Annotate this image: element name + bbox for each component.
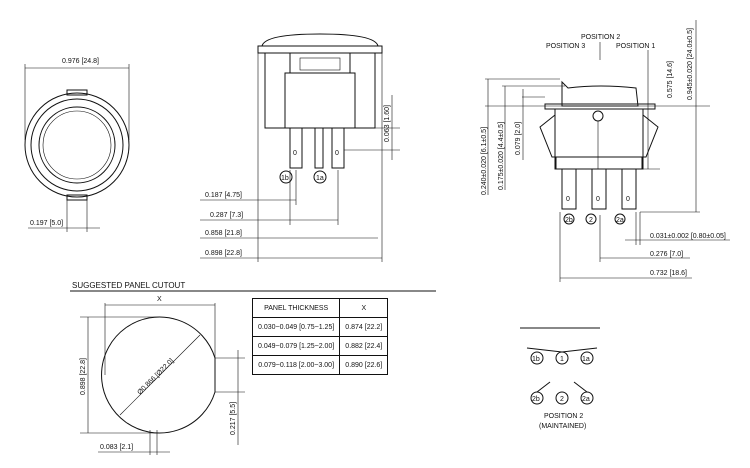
dim-diameter: Ø0.866 [Ø22.0] xyxy=(136,358,175,397)
header-x: X xyxy=(339,298,389,318)
dim-body: 0.575 [14.6] xyxy=(667,61,674,98)
dim-tab: 0.197 [5.0] xyxy=(30,220,63,227)
cell-x: 0.882 [22.4] xyxy=(339,336,389,356)
terminal-mark: 0 xyxy=(596,196,600,203)
cell-x: 0.874 [22.2] xyxy=(339,317,389,337)
dim-rocker-a: 0.240±0.020 [6.1±0.5] xyxy=(481,127,488,195)
panel-thickness-table: PANEL THICKNESS X 0.030~0.049 [0.75~1.25… xyxy=(251,298,389,375)
header-panel-thickness: PANEL THICKNESS xyxy=(251,298,341,318)
table-header: PANEL THICKNESS X xyxy=(251,298,389,318)
terminal-2a: 2a xyxy=(616,217,624,224)
cell-thickness: 0.049~0.079 [1.25~2.00] xyxy=(251,336,341,356)
table-row: 0.049~0.079 [1.25~2.00] 0.882 [22.4] xyxy=(251,336,389,356)
dim-pitch: 0.276 [7.0] xyxy=(650,251,683,258)
dim-width: 0.732 [18.6] xyxy=(650,270,687,277)
position-1-label: POSITION 1 xyxy=(616,43,655,50)
terminal-1a: 1a xyxy=(316,175,324,182)
x-label: X xyxy=(157,296,162,303)
dim-rocker-c: 0.079 [2.0] xyxy=(515,122,522,155)
dim-width: 0.976 [24.8] xyxy=(62,58,99,65)
dim-a: 0.187 [4.75] xyxy=(205,192,242,199)
dim-height-total: 0.945±0.020 [24.0±0.5] xyxy=(687,28,694,100)
circuit-1a: 1a xyxy=(582,356,590,363)
circuit-diagram: 1b 1 1a 2b 2 2a POSITION 2 (MAINTAINED) xyxy=(520,327,600,430)
cell-x: 0.890 [22.6] xyxy=(339,355,389,375)
terminal-1b: 1b xyxy=(281,175,289,182)
end-view: POSITION 2 POSITION 3 POSITION 1 0 0 0 2… xyxy=(481,20,730,282)
dim-top: 0.063 [1.60] xyxy=(384,105,391,142)
dim-terminal-thk: 0.031±0.002 [0.80±0.05] xyxy=(650,233,726,240)
dim-notch: 0.083 [2.1] xyxy=(100,444,133,451)
table-row: 0.079~0.118 [2.00~3.00] 0.890 [22.6] xyxy=(251,355,389,375)
circuit-caption: POSITION 2 xyxy=(544,413,583,420)
circuit-2: 2 xyxy=(560,396,564,403)
dim-d: 0.898 [22.8] xyxy=(205,250,242,257)
cutout-title: SUGGESTED PANEL CUTOUT xyxy=(72,281,185,290)
terminal-mark: 0 xyxy=(293,150,297,157)
cell-thickness: 0.079~0.118 [2.00~3.00] xyxy=(251,355,341,375)
terminal-mark: 0 xyxy=(626,196,630,203)
terminal-2: 2 xyxy=(589,217,593,224)
terminal-2b: 2b xyxy=(565,217,573,224)
circuit-caption-sub: (MAINTAINED) xyxy=(539,423,586,430)
terminal-mark: 0 xyxy=(566,196,570,203)
circuit-1b: 1b xyxy=(532,356,540,363)
position-3-label: POSITION 3 xyxy=(546,43,585,50)
dim-rocker-b: 0.175±0.020 [4.4±0.5] xyxy=(498,122,505,190)
dim-b: 0.287 [7.3] xyxy=(210,212,243,219)
dim-height: 0.898 [22.8] xyxy=(80,358,87,395)
circuit-2a: 2a xyxy=(582,396,590,403)
cell-thickness: 0.030~0.049 [0.75~1.25] xyxy=(251,317,341,337)
side-view: 0 0 1b 1a 0.063 [1.60] 0.187 [4.75] 0.28… xyxy=(200,33,400,262)
table-row: 0.030~0.049 [0.75~1.25] 0.874 [22.2] xyxy=(251,317,389,337)
position-2-label: POSITION 2 xyxy=(581,34,620,41)
circuit-1: 1 xyxy=(560,356,564,363)
front-view: 0.976 [24.8] 0.197 [5.0] xyxy=(24,58,130,232)
circuit-2b: 2b xyxy=(532,396,540,403)
terminal-mark: 0 xyxy=(335,150,339,157)
dim-flat: 0.217 [5.5] xyxy=(230,402,237,435)
dim-c: 0.858 [21.8] xyxy=(205,230,242,237)
